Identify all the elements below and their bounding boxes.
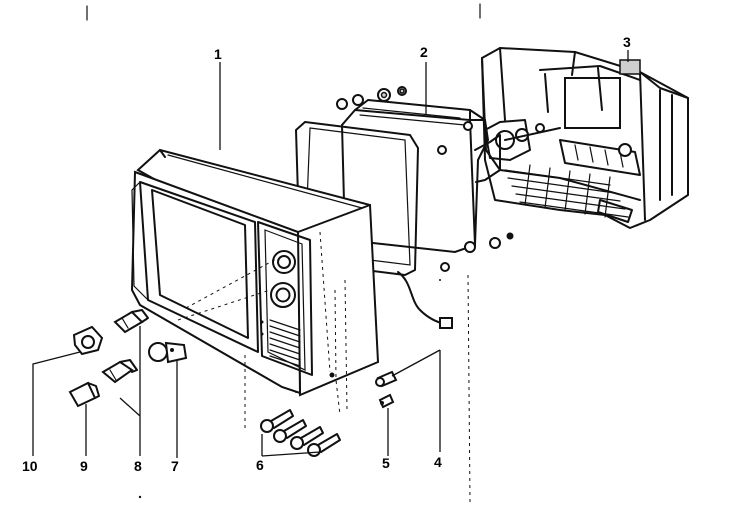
leader-lines: [32, 50, 629, 458]
callout-4: 4: [434, 454, 442, 470]
mounting-screw-part: [375, 370, 398, 388]
scan-marks: [86, 3, 481, 499]
knob-8-upper-part: [113, 309, 149, 334]
callout-6: 6: [256, 457, 264, 473]
knob-7-part: [148, 341, 188, 364]
cabinet-part: [130, 148, 471, 503]
speaker-screws-part: [260, 409, 341, 457]
callout-1: 1: [214, 46, 222, 62]
callout-9: 9: [80, 458, 88, 474]
callout-10: 10: [22, 458, 38, 474]
callout-8: 8: [134, 458, 142, 474]
callout-3: 3: [623, 34, 631, 50]
screw: [260, 409, 294, 433]
callout-2: 2: [420, 44, 428, 60]
callouts: 1 2 3 4 5 6 7 8 9 10: [22, 34, 631, 474]
knob-9-part: [68, 381, 100, 408]
knob-8-lower-part: [101, 359, 138, 384]
callout-5: 5: [382, 455, 390, 471]
picture-tube-part: [295, 86, 514, 329]
callout-7: 7: [171, 458, 179, 474]
screw: [290, 426, 324, 450]
screw: [273, 419, 307, 443]
chassis-part: [481, 47, 689, 229]
back-screw-part: [378, 393, 395, 409]
knob-10-part: [72, 325, 104, 356]
